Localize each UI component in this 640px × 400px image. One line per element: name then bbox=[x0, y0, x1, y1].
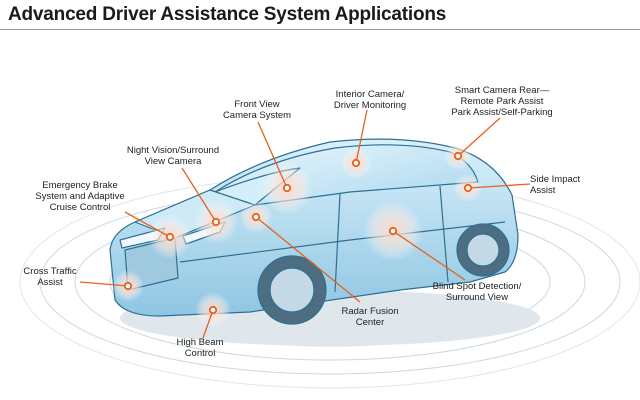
title-divider bbox=[0, 29, 640, 30]
leader-blind-spot bbox=[392, 230, 466, 281]
dot-front-view bbox=[282, 183, 292, 193]
label-interior-camera: Interior Camera/ Driver Monitoring bbox=[333, 89, 407, 111]
label-high-beam: High Beam Control bbox=[176, 337, 224, 359]
label-night-vision: Night Vision/Surround View Camera bbox=[126, 145, 220, 167]
label-front-view-camera: Front View Camera System bbox=[222, 99, 292, 121]
dot-blind-spot bbox=[388, 226, 398, 236]
label-smart-camera-rear: Smart Camera Rear— Remote Park Assist Pa… bbox=[451, 85, 553, 118]
leader-cross-traffic bbox=[79, 281, 129, 287]
dot-cross-traffic bbox=[123, 281, 133, 291]
car-door-line bbox=[334, 193, 341, 293]
dot-high-beam bbox=[208, 305, 218, 315]
dot-side-impact bbox=[463, 183, 473, 193]
leader-lines bbox=[79, 109, 531, 339]
label-cross-traffic: Cross Traffic Assist bbox=[23, 266, 77, 288]
leader-emergency bbox=[124, 211, 171, 238]
front-wheel-rim bbox=[269, 267, 315, 313]
label-blind-spot: Blind Spot Detection/ Surround View bbox=[432, 281, 522, 303]
page-title: Advanced Driver Assistance System Applic… bbox=[8, 4, 447, 25]
dot-rear-camera bbox=[453, 151, 463, 161]
label-emergency-brake: Emergency Brake System and Adaptive Crui… bbox=[35, 180, 125, 213]
leader-radar bbox=[255, 216, 361, 303]
car-door-line-rear bbox=[439, 185, 449, 283]
car-side-crease bbox=[179, 221, 506, 263]
leader-night-vision bbox=[181, 167, 217, 223]
sensor-dots bbox=[123, 151, 473, 315]
leader-front-view bbox=[257, 121, 288, 189]
leader-rear-camera bbox=[457, 117, 501, 157]
rear-wheel-rim bbox=[466, 233, 500, 267]
leader-high-beam bbox=[202, 309, 214, 339]
label-radar-fusion: Radar Fusion Center bbox=[341, 306, 399, 328]
dot-night-vision bbox=[211, 217, 221, 227]
leader-interior bbox=[355, 109, 368, 164]
label-side-impact: Side Impact Assist bbox=[530, 174, 581, 196]
dot-interior bbox=[351, 158, 361, 168]
dot-emergency bbox=[165, 232, 175, 242]
dot-radar bbox=[251, 212, 261, 222]
leader-side-impact bbox=[467, 183, 531, 189]
